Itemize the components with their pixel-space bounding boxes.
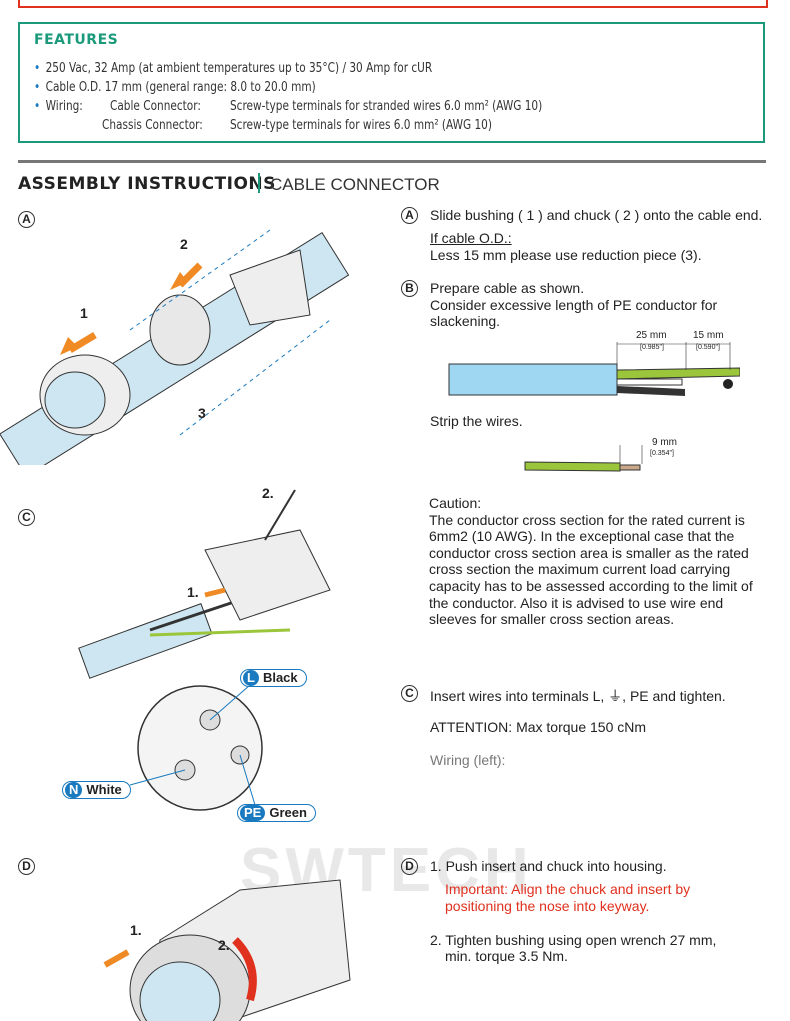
cable-connector-label: Cable Connector: [110, 99, 201, 114]
step-d-text: min. torque 3.5 Nm. [445, 948, 568, 964]
dimension-label: 9 mm [652, 437, 677, 448]
fig-label: 1 [80, 305, 88, 321]
fig-label: 2 [180, 236, 188, 252]
step-a-condition: If cable O.D.: [430, 230, 512, 246]
step-a-marker: A [401, 207, 418, 224]
wiring-caption: Wiring (left): [430, 752, 506, 768]
step-d-marker: D [401, 858, 418, 875]
step-d-text: 2. Tighten bushing using open wrench 27 … [430, 932, 717, 948]
step-d-illustration [103, 879, 351, 1021]
dimension-label: 15 mm [693, 330, 724, 341]
dimension-label: [0.354"] [650, 450, 674, 457]
step-d-text: 1. Push insert and chuck into housing. [430, 858, 667, 874]
fig-label: 2. [262, 485, 274, 501]
step-b-text: Consider excessive length of PE conducto… [430, 297, 718, 313]
cable-prep-diagram [448, 342, 740, 396]
section-divider [18, 160, 766, 163]
strip-instruction: Strip the wires. [430, 413, 523, 429]
cable-connector-value: Screw-type terminals for stranded wires … [230, 99, 543, 114]
section-title: ASSEMBLY INSTRUCTIONS [18, 174, 276, 194]
step-a-note: Less 15 mm please use reduction piece (3… [430, 247, 702, 263]
features-box: FEATURES •250 Vac, 32 Amp (at ambient te… [18, 22, 765, 143]
previous-section-box [18, 0, 768, 8]
chassis-connector-label: Chassis Connector: [102, 118, 203, 133]
fig-label: 1. [187, 584, 199, 600]
step-d-important: Important: Align the chuck and insert by [445, 881, 691, 897]
torque-attention: ATTENTION: Max torque 150 cNm [430, 719, 647, 735]
dimension-label: [0.590"] [696, 344, 720, 351]
chassis-connector-value: Screw-type terminals for wires 6.0 mm² (… [230, 118, 492, 133]
caution-block: Caution:The conductor cross section for … [429, 495, 753, 628]
step-d-important: positioning the nose into keyway. [445, 898, 650, 914]
step-a-marker: A [18, 211, 35, 228]
step-d-marker: D [18, 858, 35, 875]
fig-label: 3 [198, 405, 206, 421]
step-c-marker: C [18, 509, 35, 526]
dimension-label: 25 mm [636, 330, 667, 341]
step-c-marker: C [401, 685, 418, 702]
features-title: FEATURES [34, 32, 119, 48]
fig-label: 1. [130, 922, 142, 938]
step-b-text: slackening. [430, 313, 501, 329]
section-subtitle: CABLE CONNECTOR [270, 175, 440, 194]
step-c-text: Insert wires into terminals L, ⏚, PE and… [430, 688, 726, 704]
step-a-text: Slide bushing ( 1 ) and chuck ( 2 ) onto… [430, 207, 763, 223]
title-separator [258, 173, 260, 193]
step-c-illustration [78, 489, 331, 811]
step-a-illustration [0, 229, 350, 465]
feature-item: •250 Vac, 32 Amp (at ambient temperature… [34, 61, 433, 76]
step-b-marker: B [401, 280, 418, 297]
dimension-label: [0.985"] [640, 344, 664, 351]
feature-item: •Cable O.D. 17 mm (general range: 8.0 to… [34, 80, 316, 95]
feature-item-wiring: •Wiring: [34, 99, 83, 114]
strip-diagram [524, 445, 643, 472]
step-b-text: Prepare cable as shown. [430, 280, 585, 296]
fig-label: 2. [218, 937, 230, 953]
